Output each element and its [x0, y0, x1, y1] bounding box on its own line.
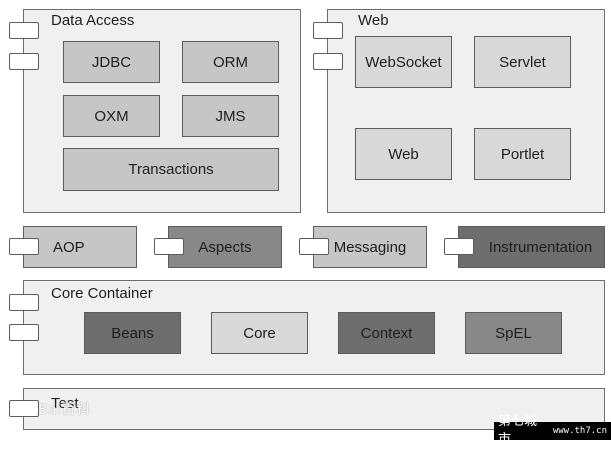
data-access-tab-top	[9, 22, 39, 39]
websocket-module: WebSocket	[355, 36, 452, 88]
web-module: Web	[355, 128, 452, 180]
instrumentation-label: Instrumentation	[488, 238, 593, 256]
core-container-title: Core Container	[51, 285, 153, 302]
core-container-tab-top	[9, 294, 39, 311]
instrumentation-module: Instrumentation	[458, 226, 605, 268]
oxm-module: OXM	[63, 95, 160, 137]
aspects-module: Aspects	[168, 226, 282, 268]
aop-label: AOP	[53, 238, 85, 256]
instrumentation-tab	[444, 238, 474, 255]
web-title: Web	[358, 12, 389, 29]
spel-module: SpEL	[465, 312, 562, 354]
messaging-tab	[299, 238, 329, 255]
jdbc-module: JDBC	[63, 41, 160, 83]
aop-module: AOP	[23, 226, 137, 268]
data-access-title: Data Access	[51, 12, 135, 29]
test-tab	[9, 400, 39, 417]
aspects-tab	[154, 238, 184, 255]
web-tab-bottom	[313, 53, 343, 70]
web-tab-top	[313, 22, 343, 39]
servlet-module: Servlet	[474, 36, 571, 88]
context-module: Context	[338, 312, 435, 354]
core-module: Core	[211, 312, 308, 354]
data-access-tab-bottom	[9, 53, 39, 70]
th7-watermark-main: 第七城市	[498, 414, 538, 447]
messaging-module: Messaging	[313, 226, 427, 268]
th7-watermark-url: www.th7.cn	[552, 426, 607, 436]
portlet-module: Portlet	[474, 128, 571, 180]
messaging-label: Messaging	[333, 238, 407, 256]
th7-watermark: 第七城市 www.th7.cn	[494, 414, 611, 447]
beans-module: Beans	[84, 312, 181, 354]
aspects-label: Aspects	[198, 238, 252, 256]
jms-module: JMS	[182, 95, 279, 137]
aop-tab	[9, 238, 39, 255]
core-container-tab-bottom	[9, 324, 39, 341]
transactions-module: Transactions	[63, 148, 279, 191]
orm-module: ORM	[182, 41, 279, 83]
test-title: Test	[51, 395, 79, 412]
baidu-watermark: Bai百科	[38, 402, 91, 418]
